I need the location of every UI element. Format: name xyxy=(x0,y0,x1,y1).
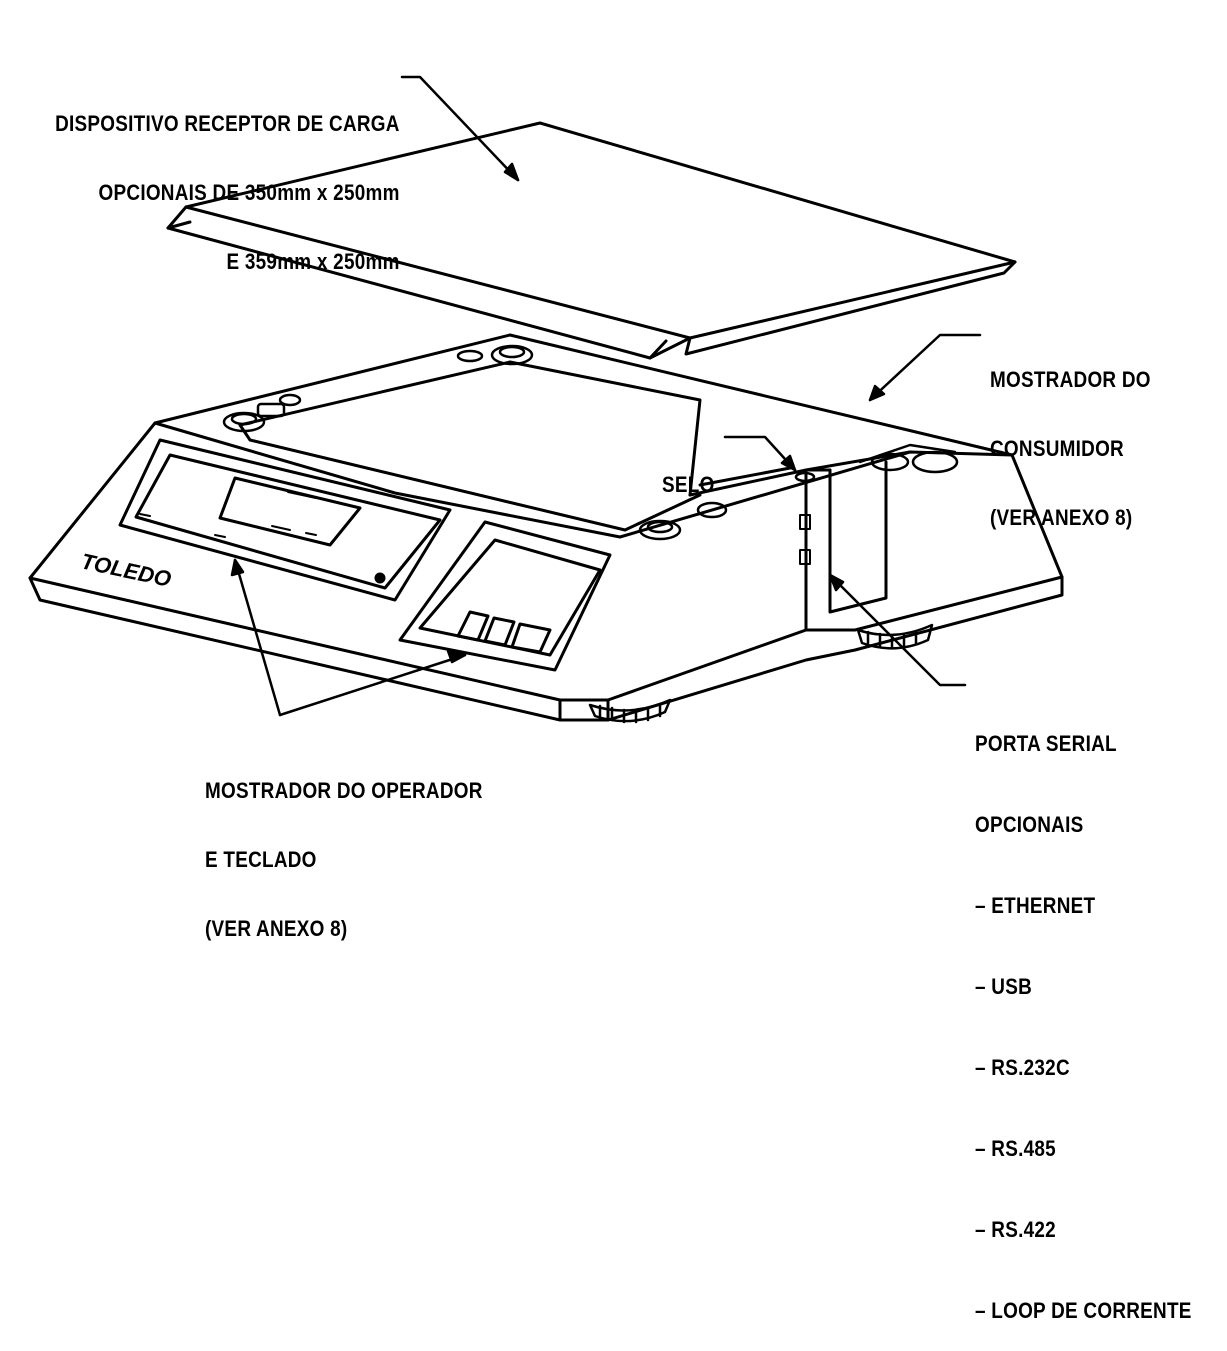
label-line: – RS.485 xyxy=(975,1136,1056,1161)
label-load-receptor: DISPOSITIVO RECEPTOR DE CARGA OPCIONAIS … xyxy=(55,66,400,296)
label-line: SELO xyxy=(662,472,715,497)
operator-display xyxy=(118,438,452,602)
label-line: OPCIONAIS DE 350mm x 250mm xyxy=(98,180,401,205)
label-line: MOSTRADOR DO OPERADOR xyxy=(205,778,483,803)
label-line: – LOOP DE CORRENTE xyxy=(975,1298,1192,1323)
label-line: (VER ANEXO 8) xyxy=(205,916,348,941)
label-line: MOSTRADOR DO xyxy=(990,367,1151,392)
label-line: – RS.422 xyxy=(975,1217,1056,1242)
label-line: OPCIONAIS xyxy=(975,812,1084,837)
load-platter xyxy=(166,121,1017,360)
leader-lines xyxy=(230,75,982,717)
label-serial-port: PORTA SERIAL OPCIONAIS – ETHERNET – USB … xyxy=(975,676,1192,1351)
scale-base xyxy=(28,333,1064,722)
label-line: CONSUMIDOR xyxy=(990,436,1124,461)
scale-technical-drawing: TOLEDO xyxy=(28,75,1064,724)
keypad-panel xyxy=(398,520,612,672)
label-seal: SELO xyxy=(662,427,715,519)
label-line: E TECLADO xyxy=(205,847,317,872)
label-customer-display: MOSTRADOR DO CONSUMIDOR (VER ANEXO 8) xyxy=(990,322,1151,552)
label-line: – ETHERNET xyxy=(975,893,1096,918)
scale-feet xyxy=(588,623,934,724)
label-operator-display: MOSTRADOR DO OPERADOR E TECLADO (VER ANE… xyxy=(205,733,483,963)
label-line: – RS.232C xyxy=(975,1055,1070,1080)
label-line: – USB xyxy=(975,974,1033,999)
label-line: DISPOSITIVO RECEPTOR DE CARGA xyxy=(55,111,400,136)
label-line: PORTA SERIAL xyxy=(975,731,1117,756)
mounting-bosses xyxy=(222,344,959,541)
label-line: E 359mm x 250mm xyxy=(226,249,400,274)
label-line: (VER ANEXO 8) xyxy=(990,505,1133,530)
